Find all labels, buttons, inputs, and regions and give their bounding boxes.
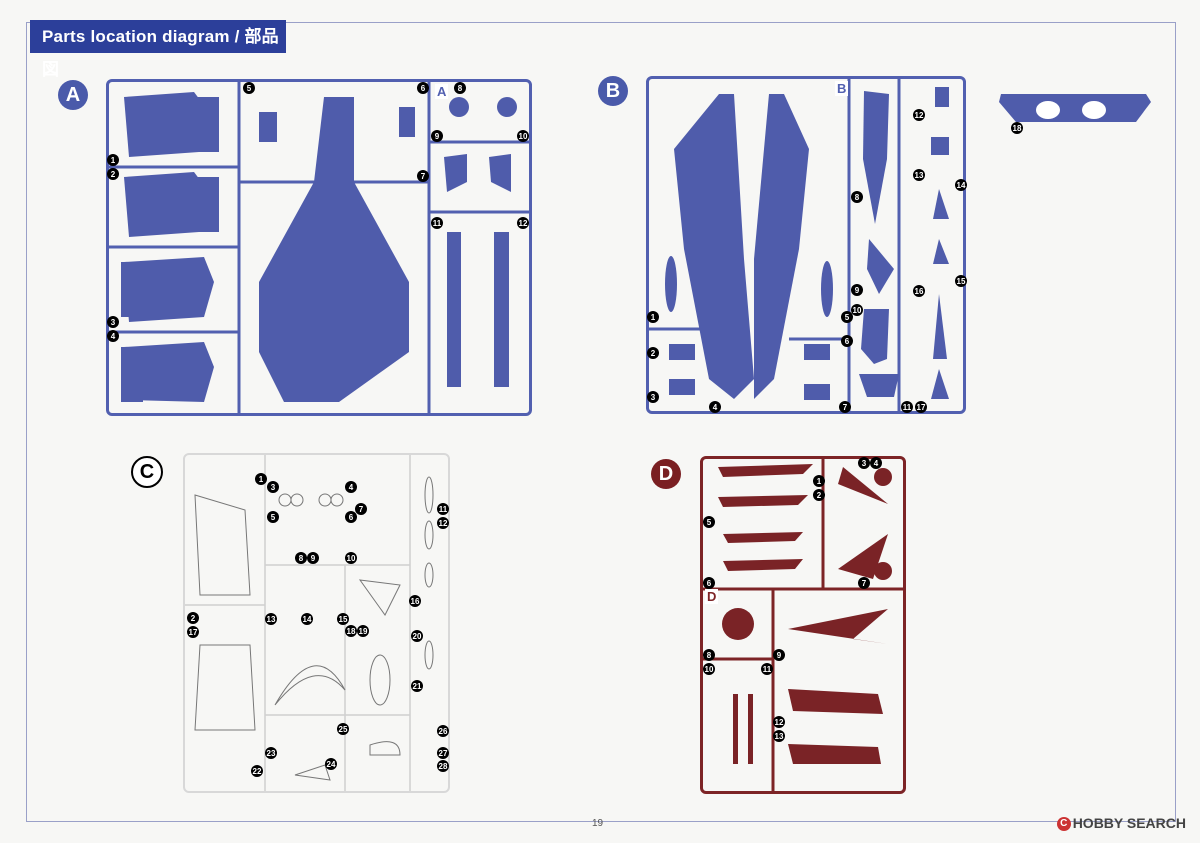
part-number: 14 [301,613,313,625]
part-number: 4 [709,401,721,413]
part-number: 6 [841,335,853,347]
section-c-badge: C [131,456,163,488]
part-number: 7 [355,503,367,515]
part-number: 16 [409,595,421,607]
part-number: 17 [187,626,199,638]
sprue-d-frame: D 1 2 3 4 5 6 7 8 9 10 11 12 13 [700,456,906,794]
part-number: 8 [703,649,715,661]
part-number: 4 [345,481,357,493]
part-number: 5 [841,311,853,323]
sprue-c-parts [185,455,434,791]
part-number: 13 [265,613,277,625]
part-number: 12 [773,716,785,728]
part-number: 25 [337,723,349,735]
part-number: 6 [417,82,429,94]
sprue-tag-a: A [435,84,449,99]
part-number: 11 [431,217,443,229]
sprue-b-frame: B 1 2 3 4 5 6 7 8 9 10 11 12 13 14 15 16… [646,76,967,414]
part-number: 13 [773,730,785,742]
part-number: 28 [437,760,449,772]
part-number: 2 [813,489,825,501]
part-number: 2 [187,612,199,624]
part-number: 15 [337,613,349,625]
sprue-tag-d: D [705,589,719,604]
part-number: 21 [411,680,423,692]
part-number: 5 [243,82,255,94]
copyright-icon: C [1056,817,1071,832]
part-number: 1 [647,311,659,323]
part-number: 10 [517,130,529,142]
part-number: 7 [858,577,870,589]
part-number: 11 [901,401,913,413]
part-number: 4 [870,457,882,469]
part-number: 2 [647,347,659,359]
part-number: 26 [437,725,449,737]
section-d-badge: D [651,459,681,489]
part-number: 10 [703,663,715,675]
part-number: 12 [913,109,925,121]
section-b-badge: B [598,76,628,106]
part-number: 8 [454,82,466,94]
part-number: 7 [417,170,429,182]
section-a-badge: A [58,80,88,110]
part-number: 24 [325,758,337,770]
part-number: 9 [851,284,863,296]
part-number: 14 [955,179,967,191]
sprue-c-frame: 1 2 3 4 5 6 7 8 9 10 11 12 13 14 15 16 1… [183,453,450,793]
part-number: 3 [267,481,279,493]
part-number: 1 [107,154,119,166]
part-number: 12 [517,217,529,229]
part-number: 6 [345,511,357,523]
part-number: 8 [295,552,307,564]
part-number: 22 [251,765,263,777]
part-number: 18 [1011,122,1023,134]
part-number: 4 [107,330,119,342]
part-number: 19 [357,625,369,637]
part-number: 7 [839,401,851,413]
part-number: 12 [437,517,449,529]
part-number: 13 [913,169,925,181]
part-number: 1 [813,475,825,487]
part-number: 5 [703,516,715,528]
page-title: Parts location diagram / 部品図 [30,20,286,79]
sprue-a-parts [109,82,529,413]
part-number: 18 [345,625,357,637]
part-number: 9 [307,552,319,564]
sprue-b-parts [649,79,949,411]
part-b18-canopy [999,94,1151,122]
part-number: 11 [437,503,449,515]
part-number: 9 [431,130,443,142]
part-number: 5 [267,511,279,523]
part-number: 8 [851,191,863,203]
watermark-text: HOBBY SEARCH [1072,815,1186,831]
sprue-tag-b: B [835,81,849,96]
part-number: 2 [107,168,119,180]
part-number: 10 [345,552,357,564]
part-number: 3 [107,316,119,328]
part-number: 16 [913,285,925,297]
page-number: 19 [592,818,604,829]
part-number: 9 [773,649,785,661]
part-number: 15 [955,275,967,287]
part-number: 11 [761,663,773,675]
page-border [26,22,1176,822]
part-number: 3 [858,457,870,469]
part-number: 27 [437,747,449,759]
part-number: 17 [915,401,927,413]
part-number: 23 [265,747,277,759]
part-number: 20 [411,630,423,642]
sprue-d-parts [703,459,903,791]
sprue-a-frame: A 1 2 3 4 5 6 7 8 9 10 11 12 [106,79,532,416]
part-number: 3 [647,391,659,403]
part-number: 10 [851,304,863,316]
part-number: 1 [255,473,267,485]
part-number: 6 [703,577,715,589]
